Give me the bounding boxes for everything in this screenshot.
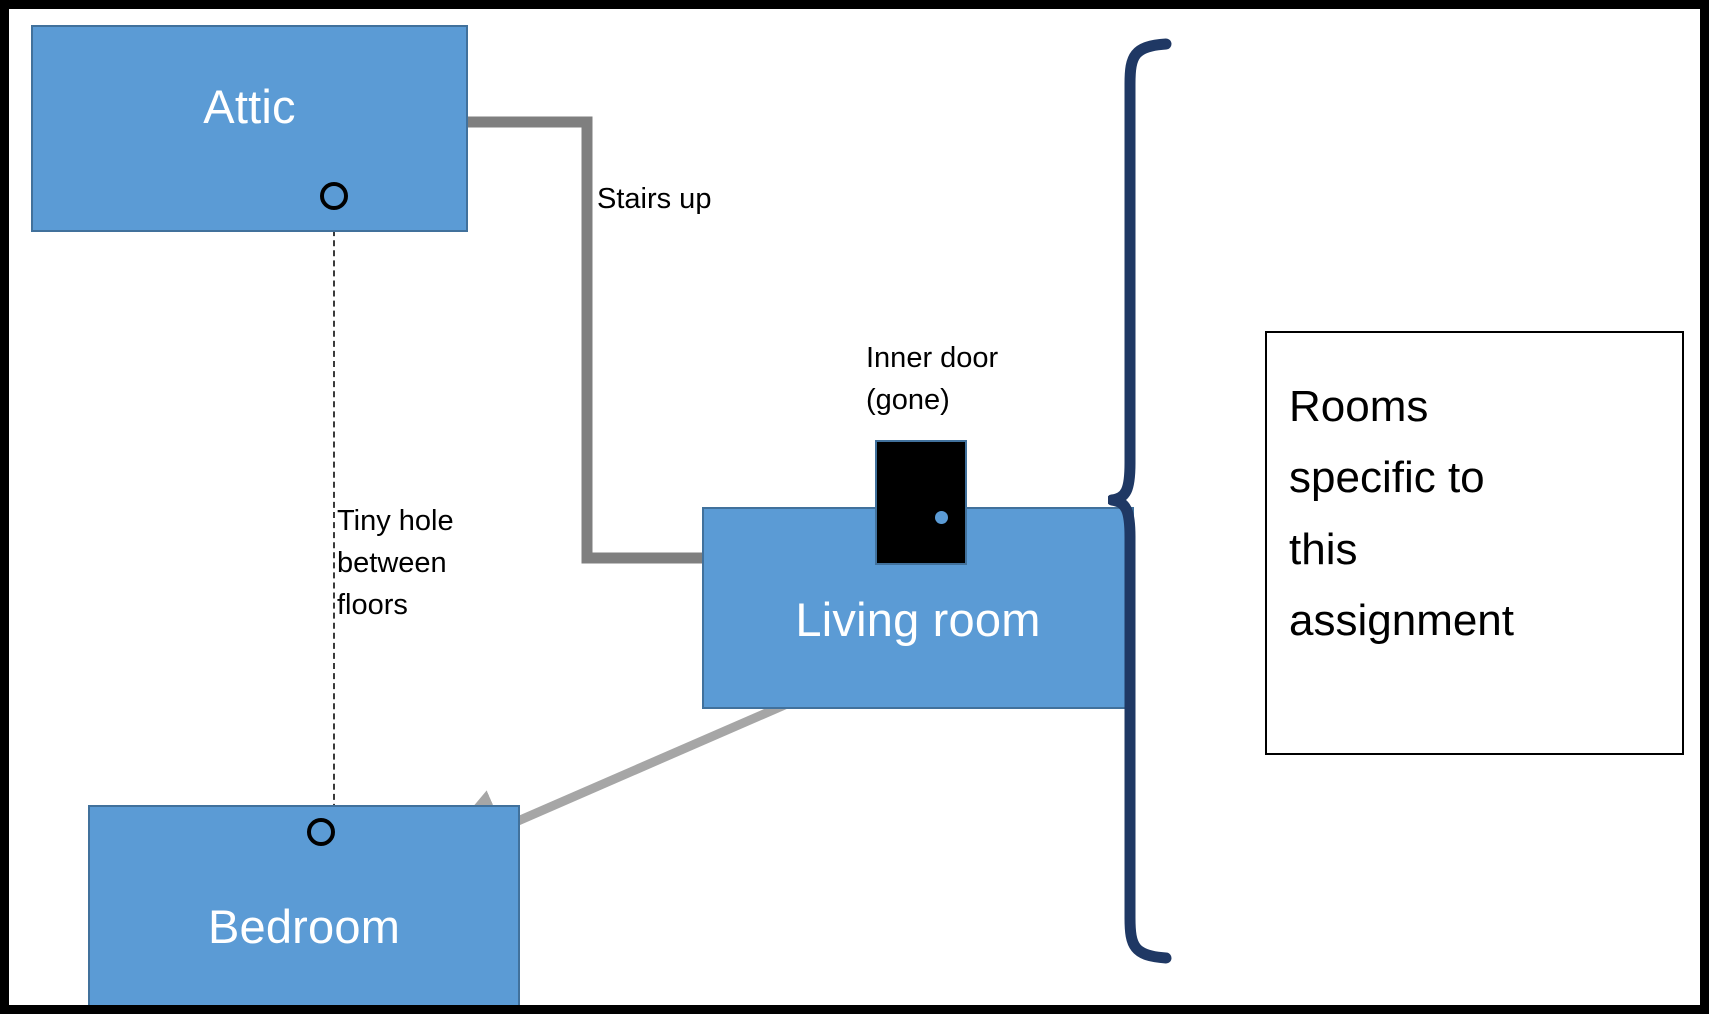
room-label-bedroom: Bedroom	[207, 899, 401, 953]
room-label-living-room: Living room	[795, 593, 1041, 647]
curly-brace-path	[1108, 38, 1172, 964]
hole-circle-icon-bedroom	[307, 818, 335, 846]
room-label-attic: Attic	[203, 79, 296, 133]
stairs-connector	[455, 116, 710, 564]
curly-brace-icon	[1108, 38, 1172, 964]
annotation-inner-door: Inner door (gone)	[866, 342, 999, 417]
room-box-attic[interactable]: Attic	[31, 25, 468, 232]
room-box-bedroom[interactable]: Bedroom	[88, 805, 520, 1014]
inner-door-shape	[875, 440, 967, 565]
door-knob-icon	[935, 511, 948, 524]
hole-circle-icon-attic	[320, 182, 348, 210]
callout-box: Rooms specific to this assignment	[1265, 331, 1684, 755]
tiny-hole-dashed-connector	[333, 210, 335, 820]
annotation-stairs-up: Stairs up	[597, 183, 712, 215]
callout-text: Rooms specific to this assignment	[1289, 382, 1515, 645]
annotation-tiny-hole: Tiny hole between floors	[337, 505, 454, 622]
stairs-connector-path	[455, 116, 710, 564]
